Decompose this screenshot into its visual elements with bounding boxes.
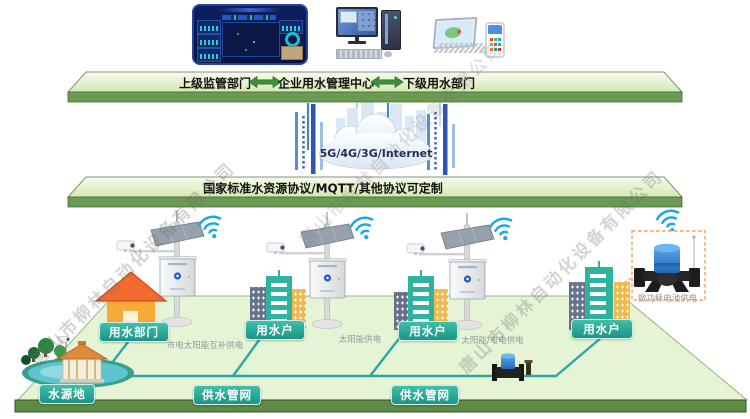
trees (21, 338, 66, 365)
subordinate-dept-label: 下级用水部门 (403, 76, 475, 91)
management-link-bar: 上级监管部门 企业用水管理中心 下级用水部门 (67, 71, 683, 103)
wifi-icon (348, 213, 379, 244)
supply-network-label: 供水管网 (193, 385, 261, 405)
dashboard-donut-chart (285, 32, 300, 47)
house (94, 271, 168, 330)
dashboard-chart-panel (197, 34, 221, 48)
protocol-label: 国家标准水资源协议/MQTT/其他协议可定制 (203, 181, 443, 196)
cloud-label: 5G/4G/3G/Internet (320, 147, 433, 160)
water-user-label: 用水户 (571, 319, 633, 339)
mouse (384, 51, 392, 57)
water-source-label: 水源地 (39, 384, 95, 404)
water-user-label: 用水户 (398, 321, 458, 341)
monitor (336, 7, 378, 37)
dashboard-buttons (222, 15, 276, 20)
keyboard (336, 49, 382, 59)
desktop-computer (336, 7, 402, 59)
double-arrow-icon (248, 75, 282, 89)
dashboard-chart-panel (197, 20, 221, 34)
supervisor-dept-label: 上级监管部门 (179, 76, 251, 91)
power-note-station1: 市电太阳能互补供电 (166, 341, 244, 351)
pump-house (55, 341, 109, 383)
water-department-label: 用水部门 (99, 322, 169, 342)
water-source-scene (21, 336, 134, 388)
power-note-station2: 太阳能供电 (338, 335, 382, 345)
pipeline-meter (492, 353, 533, 381)
source-camera (57, 336, 70, 358)
dashboard-chart-panel (197, 48, 221, 62)
double-arrow-icon (370, 75, 404, 89)
water-user-label: 用水户 (245, 320, 305, 340)
dashboard-map (222, 22, 280, 57)
smartphone (485, 22, 505, 58)
supply-network-label: 供水管网 (391, 385, 459, 405)
pc-tower (381, 10, 401, 50)
power-note-station3: 太阳能/市电供电 (461, 336, 524, 346)
dashboard-screen (192, 4, 308, 65)
wifi-icon (196, 212, 227, 243)
protocol-bar: 国家标准水资源协议/MQTT/其他协议可定制 (67, 176, 683, 208)
dashboard-photo-panel (281, 46, 303, 60)
management-center-label: 企业用水管理中心 (277, 76, 374, 91)
platform-front-edge (14, 399, 747, 413)
network-cloud: 5G/4G/3G/Internet (318, 113, 434, 170)
dashboard-header (218, 8, 282, 12)
smart-water-meter (615, 230, 706, 301)
power-note-battery-meter: 微功耗电池供电 (637, 294, 698, 304)
laptop-and-phone (428, 16, 505, 58)
